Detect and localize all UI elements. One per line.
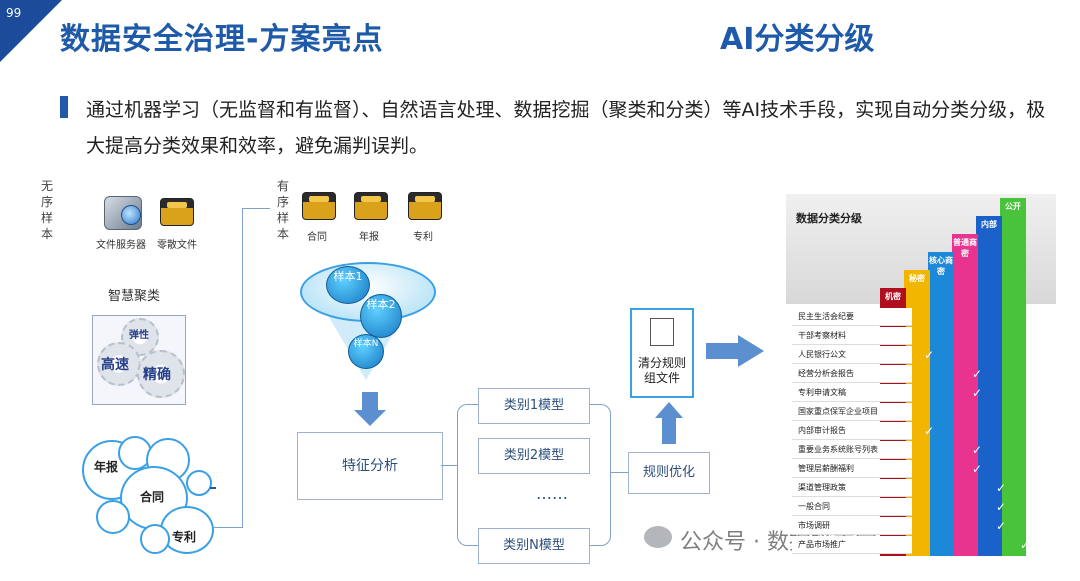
wechat-icon <box>644 526 672 548</box>
model-box-category-n: 类别N模型 <box>478 528 590 564</box>
page-corner-decoration <box>0 0 62 62</box>
gear-label-elastic: 弹性 <box>129 330 149 341</box>
classification-row-label: 人民银行公文 <box>792 346 912 364</box>
sample-2-label: 样本2 <box>366 298 396 311</box>
check-mark-icon: ✓ <box>899 405 911 419</box>
classification-row-label: 市场调研 <box>792 517 912 535</box>
bubble-label-annual-report: 年报 <box>94 460 119 474</box>
classification-row-label: 管理层薪酬福利 <box>792 460 912 478</box>
models-bracket <box>457 404 478 546</box>
check-mark-icon: ✓ <box>971 462 983 476</box>
check-mark-icon: ✓ <box>971 443 983 457</box>
classification-title: 数据分类分级 <box>796 212 862 225</box>
level-label: 核心商密 <box>929 256 953 276</box>
level-band <box>928 252 954 556</box>
rule-file-label: 清分规则组文件 <box>637 356 686 385</box>
check-mark-icon: ✓ <box>971 386 983 400</box>
gear-label-precise: 精确 <box>143 367 171 383</box>
optimize-bracket <box>590 404 611 546</box>
classification-row-label: 内部审计报告 <box>792 422 912 440</box>
connector-line <box>610 472 628 473</box>
ordered-samples-label: 有序样本 <box>276 179 289 241</box>
classification-row-label: 重要业务系统账号列表 <box>792 441 912 459</box>
clustering-gears-panel: 弹性 高速 精确 <box>92 315 186 405</box>
down-arrow <box>362 392 378 412</box>
bubble-label-patent: 专利 <box>172 530 197 544</box>
check-mark-icon: ✓ <box>995 481 1007 495</box>
file-chip-icon <box>160 198 194 226</box>
level-label: 内部 <box>981 220 997 229</box>
up-arrow-head <box>655 402 683 418</box>
file-chip-icon <box>354 192 388 220</box>
check-mark-icon: ✓ <box>995 500 1007 514</box>
page-subtitle: AI分类分级 <box>720 22 875 57</box>
check-mark-icon: ✓ <box>971 367 983 381</box>
connector-line <box>242 208 270 209</box>
unordered-samples-label: 无序样本 <box>40 179 53 241</box>
sample-n: 样本N <box>348 334 384 369</box>
sample-n-label: 样本N <box>353 339 379 349</box>
sample-1-label: 样本1 <box>333 270 363 283</box>
bullet-bar <box>60 96 68 118</box>
model-box-category-1: 类别1模型 <box>478 388 590 424</box>
bubble-label-contract: 合同 <box>140 490 165 504</box>
classification-row-label: 国家重点保军企业项目 <box>792 403 912 421</box>
level-band <box>952 234 978 556</box>
file-chip-icon <box>408 192 442 220</box>
sample-2: 样本2 <box>360 294 402 338</box>
classification-row-label: 民主生活会纪要 <box>792 308 912 326</box>
feature-analysis-box: 特征分析 <box>297 432 443 500</box>
check-mark-icon: ✓ <box>899 310 911 324</box>
connector-line <box>441 465 457 466</box>
check-mark-icon: ✓ <box>1019 538 1031 552</box>
gear-label-fast: 高速 <box>101 357 129 373</box>
annual-report-label: 年报 <box>359 232 379 243</box>
check-mark-icon: ✓ <box>923 348 935 362</box>
connector-dash <box>210 487 216 489</box>
model-box-category-2: 类别2模型 <box>478 438 590 474</box>
classification-row-label: 经营分析会报告 <box>792 365 912 383</box>
clustering-title: 智慧聚类 <box>108 289 161 304</box>
connector-line <box>214 527 242 528</box>
sample-1: 样本1 <box>326 266 370 304</box>
check-mark-icon: ✓ <box>899 329 911 343</box>
classification-row-label: 干部考察材料 <box>792 327 912 345</box>
classification-row-label: 产品市场推广 <box>792 536 912 554</box>
file-chip-icon <box>302 192 336 220</box>
level-label: 普通商密 <box>953 238 977 258</box>
classification-row-label: 专利申请文稿 <box>792 384 912 402</box>
check-mark-icon: ✓ <box>995 519 1007 533</box>
level-label: 公开 <box>1005 202 1021 211</box>
right-arrow <box>706 343 740 359</box>
connector-line <box>242 208 243 528</box>
loose-files-label: 零散文件 <box>157 240 197 251</box>
level-band <box>1000 198 1026 556</box>
patent-label: 专利 <box>413 232 433 243</box>
level-band <box>976 216 1002 556</box>
check-mark-icon: ✓ <box>923 424 935 438</box>
level-label: 秘密 <box>909 274 925 283</box>
right-arrow-head <box>738 335 764 367</box>
rule-file-box: 清分规则组文件 <box>630 308 694 398</box>
classification-row-label: 渠道管理政策 <box>792 479 912 497</box>
file-server-label: 文件服务器 <box>96 240 146 251</box>
page-title: 数据安全治理-方案亮点 <box>60 22 384 57</box>
up-arrow <box>662 418 676 444</box>
models-ellipsis: …… <box>536 484 568 503</box>
gear-icon <box>137 350 185 398</box>
contract-label: 合同 <box>307 232 327 243</box>
level-label: 机密 <box>885 292 901 301</box>
page-number: 99 <box>6 6 22 20</box>
description-text: 通过机器学习（无监督和有监督）、自然语言处理、数据挖掘（聚类和分类）等AI技术手… <box>86 99 1046 157</box>
server-icon <box>104 196 142 230</box>
document-icon <box>650 318 674 346</box>
down-arrow-head <box>354 410 386 426</box>
rule-optimize-box: 规则优化 <box>628 452 710 494</box>
classification-row-label: 一般合同 <box>792 498 912 516</box>
